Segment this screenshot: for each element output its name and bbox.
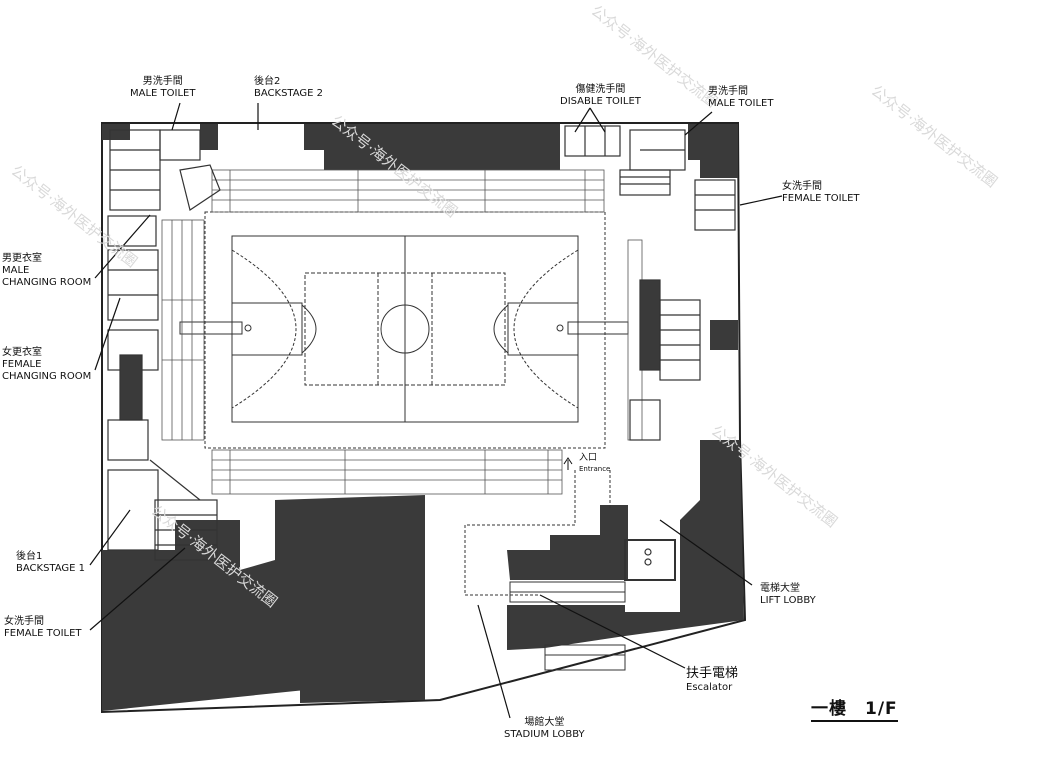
label-backstage-1: 後台1 BACKSTAGE 1 bbox=[16, 551, 85, 575]
label-female-toilet-right: 女洗手間 FEMALE TOILET bbox=[782, 181, 860, 205]
solid-bottom-left bbox=[102, 495, 425, 711]
center-circle bbox=[380, 304, 430, 354]
label-en: MALE TOILET bbox=[130, 88, 196, 99]
hoop-right bbox=[567, 321, 629, 335]
label-en: Escalator bbox=[686, 682, 733, 693]
solid-top-center bbox=[304, 124, 560, 170]
seating-bottom bbox=[211, 449, 563, 495]
solid-left-pillar bbox=[200, 124, 218, 150]
key-left bbox=[231, 302, 303, 356]
label-lift-lobby: 電梯大堂 LIFT LOBBY bbox=[760, 583, 816, 607]
label-female-changing-room: 女更衣室 FEMALE CHANGING ROOM bbox=[2, 347, 91, 383]
label-cn: 扶手電梯 bbox=[686, 666, 739, 681]
label-stadium-lobby: 場館大堂 STADIUM LOBBY bbox=[504, 717, 585, 741]
label-male-toilet-top: 男洗手間 MALE TOILET bbox=[130, 76, 195, 100]
entrance-arrow bbox=[563, 457, 573, 470]
label-cn: 入口 bbox=[579, 453, 598, 463]
label-cn: 男洗手間 bbox=[708, 86, 748, 97]
solid-areas bbox=[102, 124, 744, 711]
label-en: FEMALE TOILET bbox=[4, 628, 82, 639]
solid-right-top bbox=[688, 124, 738, 178]
label-en: MALE bbox=[2, 265, 30, 276]
label-en: MALE TOILET bbox=[708, 98, 774, 109]
solid-small-right bbox=[710, 320, 738, 350]
seating-left bbox=[161, 219, 205, 441]
label-en: FEMALE TOILET bbox=[782, 193, 860, 204]
label-escalator: 扶手電梯 Escalator bbox=[686, 666, 738, 694]
key-right bbox=[507, 302, 579, 356]
three-point-left bbox=[231, 249, 297, 409]
label-cn: 女洗手間 bbox=[4, 616, 44, 627]
building-outline bbox=[101, 122, 747, 714]
label-cn: 傷健洗手間 bbox=[575, 84, 626, 95]
label-en: BACKSTAGE 2 bbox=[254, 88, 324, 99]
solid-top-left-corner bbox=[102, 124, 130, 140]
label-disable-toilet: 傷健洗手間 DISABLE TOILET bbox=[560, 84, 641, 108]
seating-top bbox=[211, 169, 605, 213]
solid-lobby-block bbox=[507, 505, 628, 580]
seating bbox=[161, 169, 643, 495]
floor-title: 一樓 1/F bbox=[811, 694, 898, 722]
left-rooms bbox=[107, 129, 221, 561]
label-en: Entrance bbox=[579, 465, 611, 473]
label-backstage-2: 後台2 BACKSTAGE 2 bbox=[254, 76, 323, 100]
label-cn: 後台1 bbox=[16, 551, 43, 562]
label-en: FEMALE bbox=[2, 359, 42, 370]
volley-box bbox=[304, 272, 506, 386]
solid-escalator-block bbox=[507, 605, 625, 650]
label-en: DISABLE TOILET bbox=[560, 96, 641, 107]
court bbox=[179, 211, 629, 449]
label-cn: 電梯大堂 bbox=[760, 583, 800, 594]
label-cn: 女洗手間 bbox=[782, 181, 822, 192]
label-cn: 男洗手間 bbox=[142, 76, 183, 87]
label-en: LIFT LOBBY bbox=[760, 595, 816, 606]
label-cn: 場館大堂 bbox=[524, 717, 565, 728]
label-en: STADIUM LOBBY bbox=[504, 729, 585, 740]
label-female-toilet-left: 女洗手間 FEMALE TOILET bbox=[4, 616, 82, 640]
lobby-path bbox=[464, 470, 611, 596]
leader-lines bbox=[89, 102, 783, 719]
label-male-changing-room: 男更衣室 MALE CHANGING ROOM bbox=[2, 253, 91, 289]
label-cn: 男更衣室 bbox=[2, 253, 42, 264]
label-cn: 女更衣室 bbox=[2, 347, 42, 358]
right-rooms bbox=[564, 125, 736, 581]
three-point-right bbox=[513, 249, 579, 409]
hoop-left bbox=[179, 321, 243, 335]
label-en: CHANGING ROOM bbox=[2, 371, 92, 382]
label-en: CHANGING ROOM bbox=[2, 277, 92, 288]
label-male-toilet-right: 男洗手間 MALE TOILET bbox=[708, 86, 773, 110]
label-cn: 後台2 bbox=[254, 76, 281, 87]
label-entrance: 入口 Entrance bbox=[579, 453, 610, 475]
lift bbox=[624, 539, 676, 581]
label-en: BACKSTAGE 1 bbox=[16, 563, 86, 574]
escalator-drawing bbox=[509, 581, 626, 671]
